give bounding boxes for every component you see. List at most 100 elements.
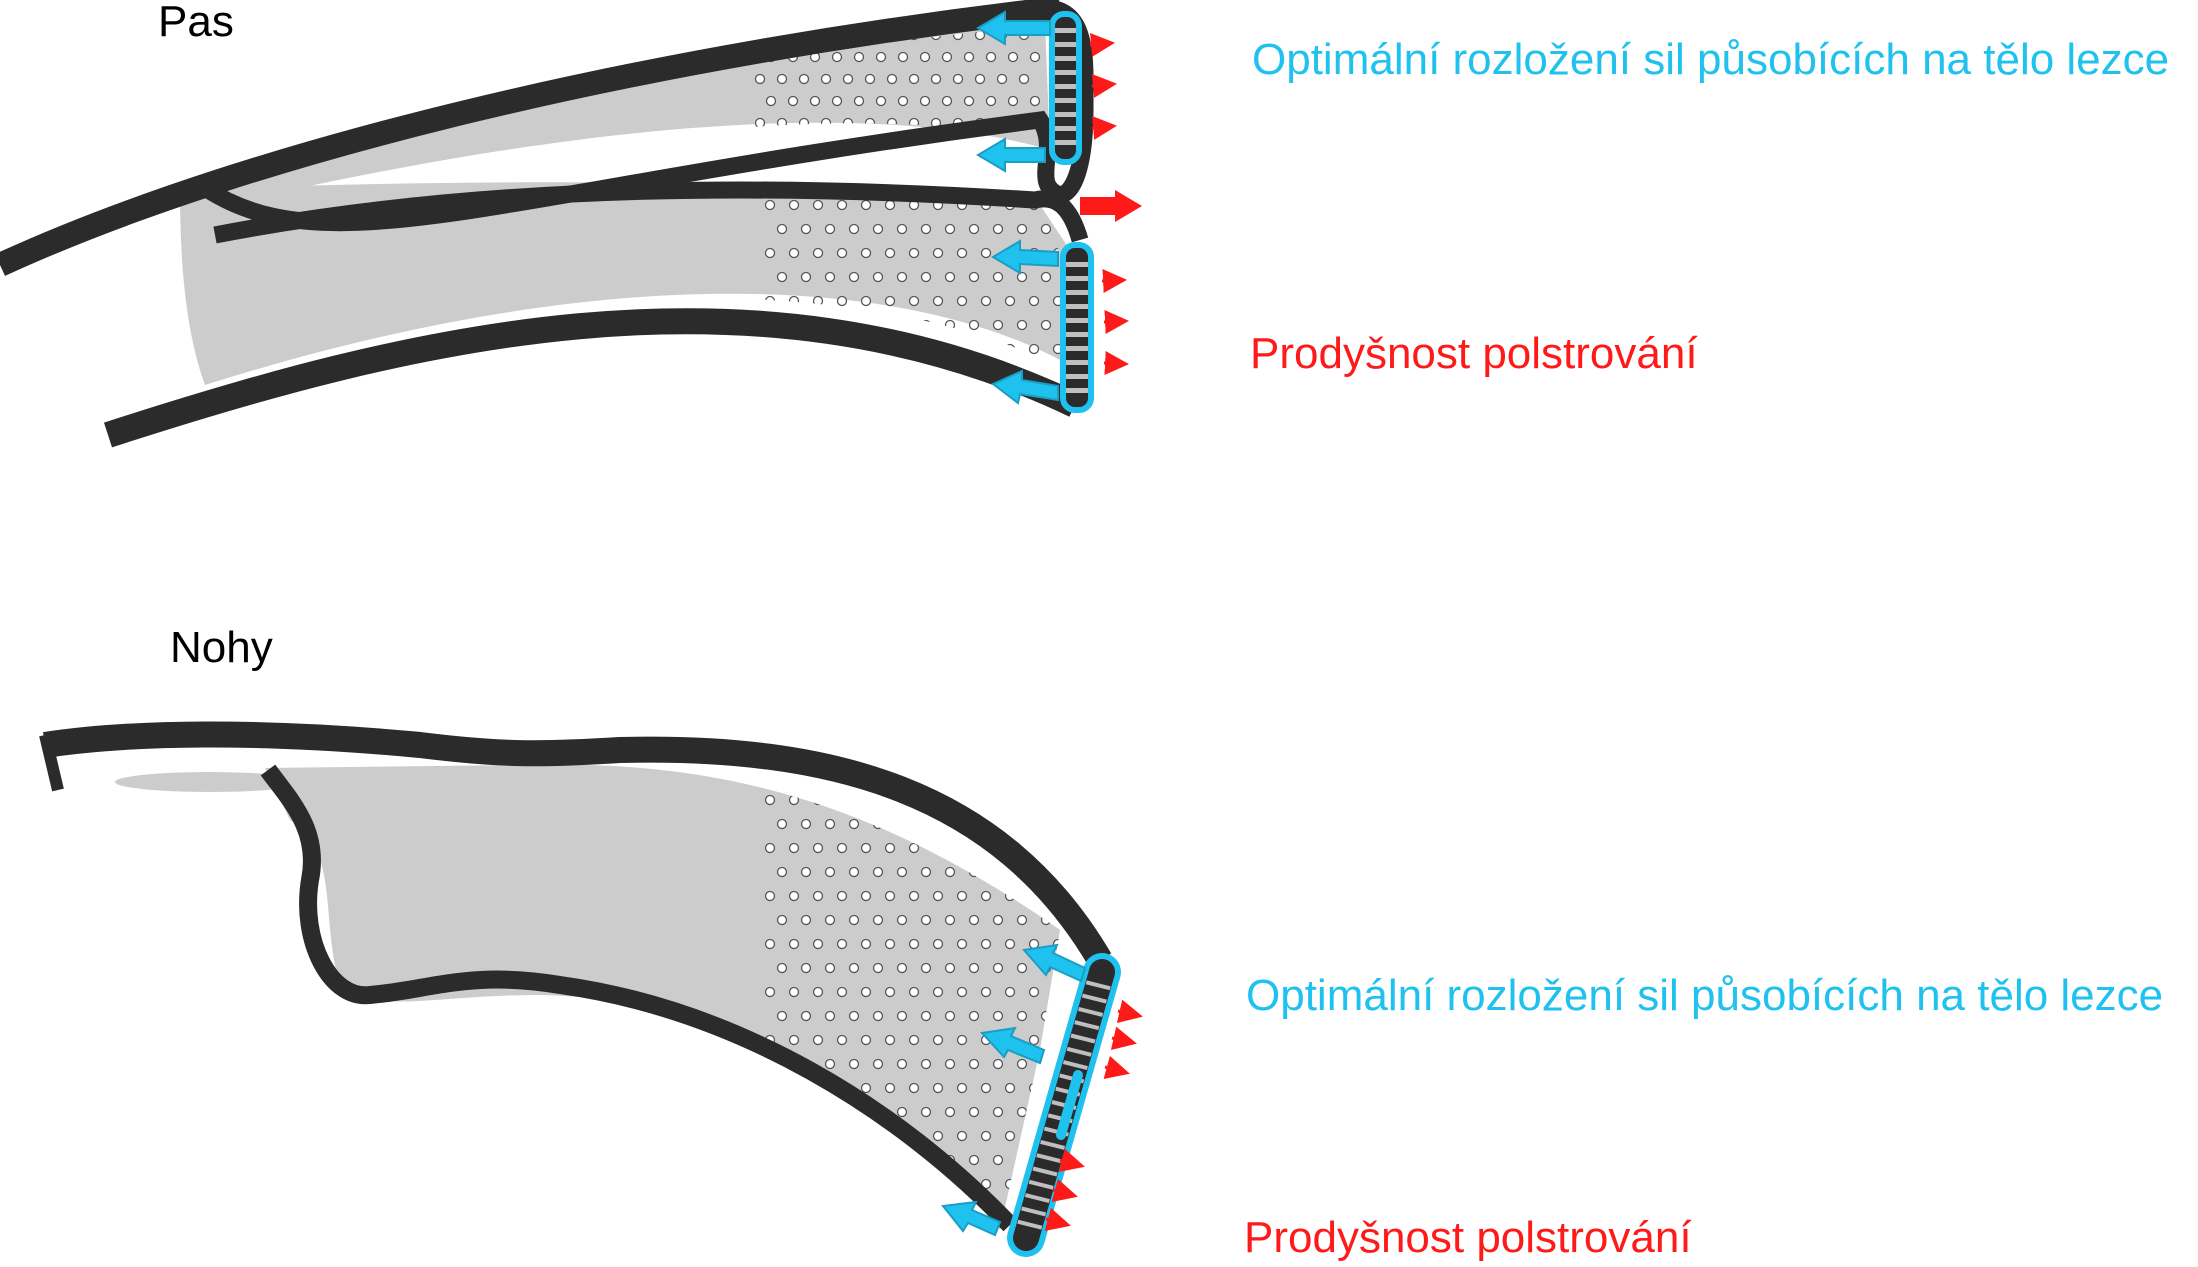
- waist-lower-top-strap: [213, 181, 1089, 244]
- vent-dot: [824, 866, 836, 878]
- vent-dot: [1028, 986, 1040, 998]
- leg-loop-force-arrows: [941, 943, 1087, 1237]
- vent-dot: [1016, 1010, 1028, 1022]
- vent-dot: [1004, 1130, 1016, 1142]
- vent-dot: [836, 938, 848, 950]
- vent-dot: [776, 73, 788, 85]
- vent-dot: [1004, 938, 1016, 950]
- vent-dot: [920, 1058, 932, 1070]
- vent-dot: [944, 1010, 956, 1022]
- vent-dot: [1016, 818, 1028, 830]
- vent-dot: [944, 319, 956, 331]
- vent-dot: [872, 271, 884, 283]
- vent-dot: [776, 962, 788, 974]
- vent-dot: [788, 986, 800, 998]
- vent-dot: [1040, 1010, 1052, 1022]
- vent-dot: [944, 866, 956, 878]
- vent-dot: [968, 914, 980, 926]
- vent-dot: [896, 1154, 908, 1166]
- vent-dot: [788, 295, 800, 307]
- waist-lower-buckle: [1060, 242, 1094, 413]
- vent-dot: [908, 247, 920, 259]
- vent-dot: [992, 223, 1004, 235]
- vent-dot: [800, 223, 812, 235]
- vent-dot: [963, 95, 975, 107]
- leg-loop-outer-strap: [43, 721, 1112, 967]
- vent-dot: [1016, 914, 1028, 926]
- vent-dot: [776, 1106, 788, 1118]
- vent-dot: [968, 271, 980, 283]
- vent-dot: [812, 1130, 824, 1142]
- buckle-rung: [1055, 140, 1076, 145]
- vent-dot: [1016, 1154, 1028, 1166]
- vent-dot: [853, 51, 865, 63]
- vent-dot: [776, 818, 788, 830]
- vent-dot: [886, 117, 898, 129]
- vent-dot: [1004, 986, 1016, 998]
- buckle-rung: [1085, 980, 1111, 991]
- vent-dot: [764, 1178, 776, 1190]
- vent-dot: [765, 139, 777, 151]
- vent-dot: [944, 1058, 956, 1070]
- vent-dot: [848, 271, 860, 283]
- vent-dot: [836, 1034, 848, 1046]
- vent-dot: [848, 1058, 860, 1070]
- vent-dot: [974, 73, 986, 85]
- vent-dot: [908, 1178, 920, 1190]
- vent-dot: [754, 29, 766, 41]
- vent-dot: [798, 73, 810, 85]
- vent-dot: [992, 962, 1004, 974]
- vent-dot: [920, 223, 932, 235]
- vent-dot: [896, 962, 908, 974]
- vent-dot: [932, 1178, 944, 1190]
- vent-dot: [1078, 1132, 1087, 1141]
- vent-dot: [836, 199, 848, 211]
- buckle-rung: [1055, 28, 1076, 33]
- vent-dot: [776, 271, 788, 283]
- vent-dot: [875, 51, 887, 63]
- leg-loop-illustration: [39, 721, 1143, 1257]
- vent-dot: [908, 1034, 920, 1046]
- vent-dot: [788, 199, 800, 211]
- vent-dot: [754, 73, 766, 85]
- vent-dot: [1078, 1180, 1087, 1189]
- vent-dot: [764, 199, 776, 211]
- buckle-rung: [1066, 262, 1088, 267]
- vent-dot: [788, 1034, 800, 1046]
- vent-dot: [853, 95, 865, 107]
- vent-dot: [848, 818, 860, 830]
- vent-dot: [824, 962, 836, 974]
- vent-dot: [992, 271, 1004, 283]
- vent-dot: [897, 95, 909, 107]
- vent-dot: [932, 1034, 944, 1046]
- vent-dot: [1007, 51, 1019, 63]
- vent-dot: [764, 938, 776, 950]
- vent-dot: [824, 1058, 836, 1070]
- vent-dot: [812, 247, 824, 259]
- vent-dot: [908, 1082, 920, 1094]
- vent-dot: [800, 1154, 812, 1166]
- vent-dot: [932, 842, 944, 854]
- vent-dot: [788, 1130, 800, 1142]
- vent-dot: [1016, 271, 1028, 283]
- vent-dot: [932, 986, 944, 998]
- vent-dot: [788, 343, 800, 355]
- vent-dot: [908, 842, 920, 854]
- vent-dot: [764, 1130, 776, 1142]
- buckle-rung: [1066, 290, 1088, 295]
- vent-dot: [860, 794, 872, 806]
- vent-dot: [985, 95, 997, 107]
- vent-dot: [956, 986, 968, 998]
- leg-heading: Nohy: [170, 623, 273, 672]
- waist-heading: Pas: [158, 0, 234, 46]
- buckle-rung: [1066, 1046, 1092, 1057]
- vent-dot: [956, 247, 968, 259]
- vent-dot: [812, 1034, 824, 1046]
- waist-upper-outer-strap: [0, 0, 1062, 276]
- vent-dot: [872, 962, 884, 974]
- vent-dot: [1028, 842, 1040, 854]
- vent-dot: [860, 842, 872, 854]
- vent-dot: [956, 295, 968, 307]
- buckle-rung: [1062, 1060, 1088, 1071]
